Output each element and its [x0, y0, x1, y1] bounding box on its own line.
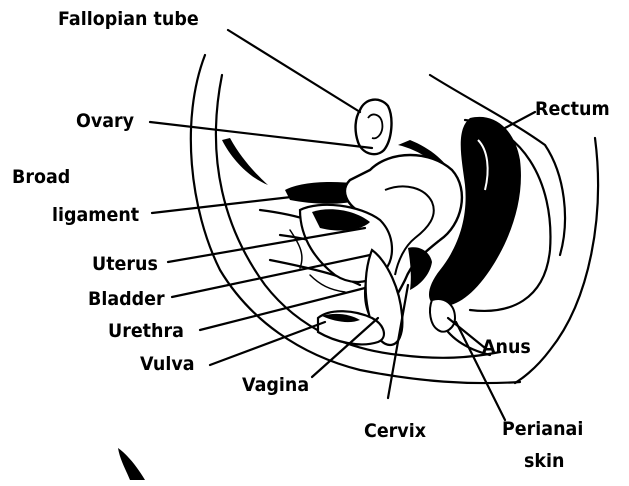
label-perianal-line1: Perianai: [502, 420, 583, 439]
stray-mark: [118, 448, 145, 480]
label-vagina: Vagina: [242, 376, 309, 395]
label-fallopian-tube: Fallopian tube: [58, 10, 199, 29]
label-urethra: Urethra: [108, 322, 184, 341]
label-anus: Anus: [482, 338, 531, 357]
label-rectum: Rectum: [535, 100, 610, 119]
leader-fallopian-tube: [228, 30, 360, 112]
label-vulva: Vulva: [140, 355, 195, 374]
label-broad-line2: ligament: [52, 206, 139, 225]
label-uterus: Uterus: [92, 255, 158, 274]
leader-rectum: [505, 112, 535, 128]
label-perianal-line2: skin: [524, 452, 564, 471]
leader-ovary: [150, 122, 372, 148]
label-bladder: Bladder: [88, 290, 165, 309]
label-ovary: Ovary: [76, 112, 134, 131]
cervix-dark: [408, 247, 432, 290]
upper-left-shade: [222, 138, 268, 185]
leader-vulva: [210, 322, 325, 365]
label-broad-line1: Broad: [12, 168, 70, 187]
label-cervix: Cervix: [364, 422, 426, 441]
